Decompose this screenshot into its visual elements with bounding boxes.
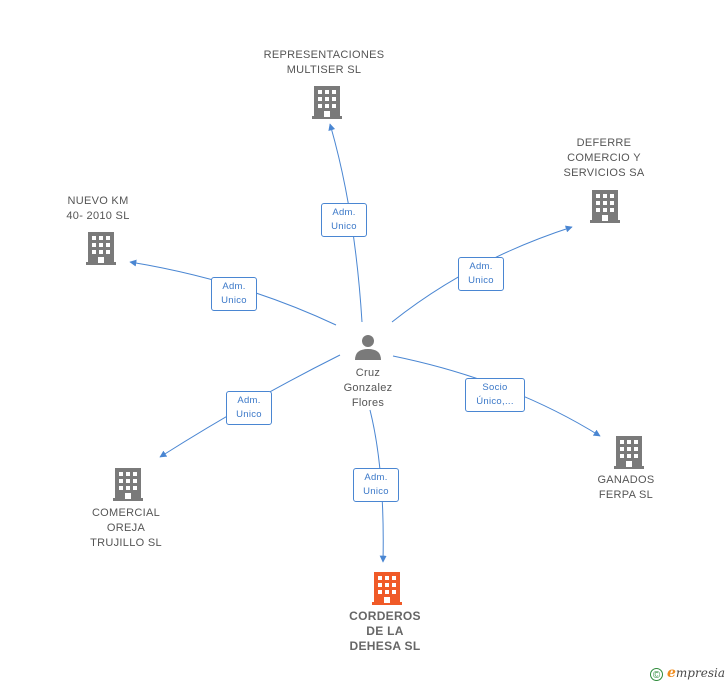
building-icon-highlight[interactable]	[372, 570, 402, 606]
role-label-representaciones: Adm. Unico	[321, 203, 367, 237]
role-label-comercial-oreja: Adm. Unico	[226, 391, 272, 425]
building-icon[interactable]	[614, 434, 644, 470]
company-name-corderos[interactable]: CORDEROS DE LA DEHESA SL	[349, 609, 421, 653]
role-label-nuevo-km: Adm. Unico	[211, 277, 257, 311]
building-icon[interactable]	[113, 466, 143, 502]
copyright-footer: © empresia	[650, 665, 725, 681]
building-icon[interactable]	[312, 84, 342, 120]
company-name-nuevo-km[interactable]: NUEVO KM 40- 2010 SL	[66, 195, 130, 222]
role-label-corderos: Adm. Unico	[353, 468, 399, 502]
brand-logo-rest: mpresia	[675, 666, 725, 680]
role-label-deferre: Adm. Unico	[458, 257, 504, 291]
company-name-comercial-oreja[interactable]: COMERCIAL OREJA TRUJILLO SL	[90, 507, 162, 549]
person-name[interactable]: Cruz Gonzalez Flores	[343, 367, 393, 409]
copyright-symbol: ©	[650, 667, 663, 681]
building-icon[interactable]	[590, 188, 620, 224]
company-name-deferre[interactable]: DEFERRE COMERCIO Y SERVICIOS SA	[563, 137, 645, 179]
brand-logo[interactable]: empresia	[667, 665, 725, 681]
brand-logo-e: e	[667, 665, 676, 681]
person-icon	[355, 335, 381, 360]
company-name-ganados[interactable]: GANADOS FERPA SL	[597, 474, 655, 501]
role-label-ganados: Socio Único,...	[465, 378, 525, 412]
building-icon[interactable]	[86, 230, 116, 266]
company-name-representaciones[interactable]: REPRESENTACIONES MULTISER SL	[263, 49, 385, 76]
